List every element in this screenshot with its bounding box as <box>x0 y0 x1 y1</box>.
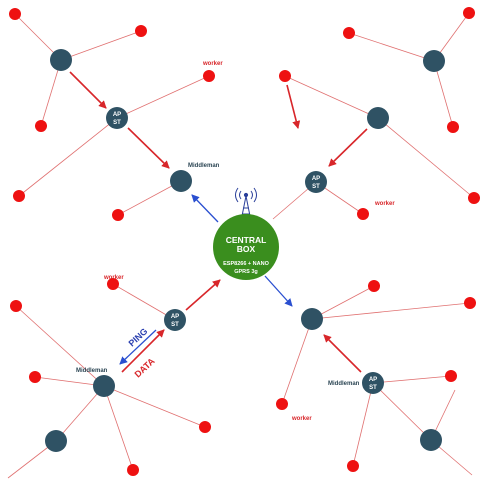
worker-dot <box>127 464 139 476</box>
worker-dot <box>112 209 124 221</box>
worker-dot <box>13 190 25 202</box>
worker-dot <box>347 460 359 472</box>
worker-dot <box>357 208 369 220</box>
st-text: ST <box>312 184 320 190</box>
station-node <box>50 49 72 71</box>
station-node <box>423 50 445 72</box>
ap-st-node-1: AP ST <box>106 107 128 129</box>
station-node <box>170 170 192 192</box>
station-nodes <box>45 49 445 452</box>
worker-dot <box>203 70 215 82</box>
data-label: DATA <box>133 356 157 380</box>
worker-label: worker <box>103 275 124 281</box>
worker-dot <box>9 8 21 20</box>
middleman-label: Middleman <box>188 163 220 169</box>
central-box-title-line2: BOX <box>237 244 256 254</box>
station-node <box>301 308 323 330</box>
ping-label: PING <box>127 326 150 348</box>
st-text: ST <box>369 385 377 391</box>
worker-dot <box>10 300 22 312</box>
ap-text: AP <box>369 377 377 383</box>
st-text: ST <box>113 120 121 126</box>
worker-dot <box>279 70 291 82</box>
worker-label: worker <box>374 201 395 207</box>
middleman-label: Middleman <box>328 381 360 387</box>
worker-dot <box>35 120 47 132</box>
worker-dot <box>343 27 355 39</box>
central-box-sub-line2: GPRS 3g <box>234 269 258 275</box>
data-arrows <box>69 71 368 373</box>
ap-st-node-3: AP ST <box>164 309 186 331</box>
worker-dot <box>199 421 211 433</box>
ap-text: AP <box>312 176 320 182</box>
central-box-sub-line1: ESP8266 + NANO <box>223 261 269 267</box>
middleman-label: Middleman <box>76 368 108 374</box>
worker-dot <box>276 398 288 410</box>
station-node <box>367 107 389 129</box>
worker-dot <box>29 371 41 383</box>
worker-dots <box>9 7 480 476</box>
worker-dot <box>135 25 147 37</box>
worker-dot <box>468 192 480 204</box>
worker-dot <box>447 121 459 133</box>
worker-dot <box>445 370 457 382</box>
worker-dot <box>464 297 476 309</box>
station-node <box>420 429 442 451</box>
worker-label: worker <box>291 416 312 422</box>
ap-st-node-2: AP ST <box>305 171 327 193</box>
ping-arrows <box>119 194 293 365</box>
ap-text: AP <box>171 314 179 320</box>
worker-dot <box>368 280 380 292</box>
ap-st-node-4: AP ST <box>362 372 384 394</box>
ap-text: AP <box>113 112 121 118</box>
worker-label: worker <box>202 61 223 67</box>
worker-dot <box>463 7 475 19</box>
station-node <box>45 430 67 452</box>
connection-lines <box>7 12 475 479</box>
central-box-title-line1: CENTRAL <box>226 235 267 245</box>
station-node <box>93 375 115 397</box>
st-text: ST <box>171 322 179 328</box>
central-box: CENTRAL BOX ESP8266 + NANO GPRS 3g <box>213 214 279 280</box>
worker-dot <box>107 278 119 290</box>
